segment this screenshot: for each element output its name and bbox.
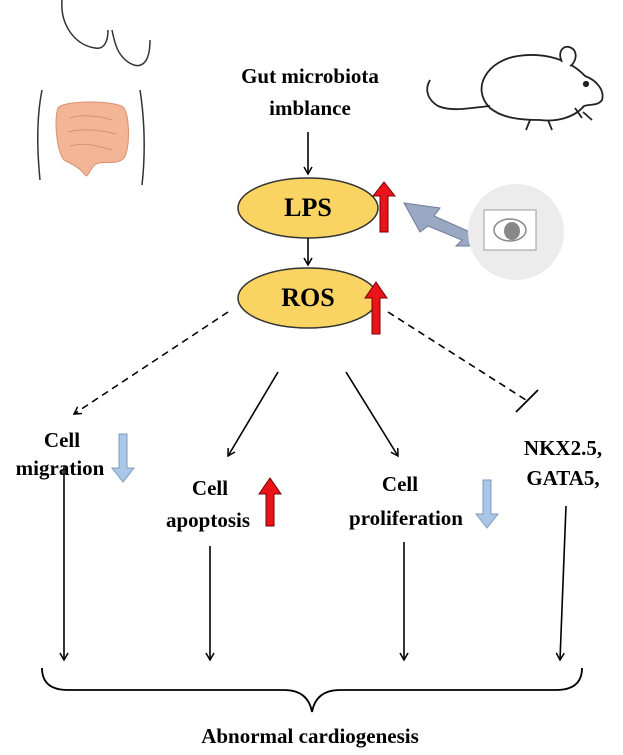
apoptosis-label-line2: apoptosis bbox=[165, 508, 251, 532]
intestine-icon bbox=[55, 101, 129, 177]
lps-label: LPS bbox=[284, 193, 332, 222]
migration-label-line2: migration bbox=[15, 456, 105, 480]
petri-dish-icon bbox=[468, 184, 564, 280]
source-label-line2: imblance bbox=[269, 96, 351, 120]
human-gut-icon bbox=[37, 0, 151, 186]
proliferation-label-line2: proliferation bbox=[349, 506, 463, 530]
outcome-brace bbox=[41, 667, 583, 713]
inhibition-bar bbox=[515, 389, 539, 413]
outcome-label: Abnormal cardiogenesis bbox=[201, 724, 419, 748]
dashed-arrow-ros-to-migration bbox=[72, 311, 229, 415]
source-label-line1: Gut microbiota bbox=[241, 64, 379, 88]
apoptosis-up-arrow-icon bbox=[258, 477, 282, 527]
genes-label-line2: GATA5, bbox=[526, 466, 600, 490]
lightning-icon bbox=[403, 202, 479, 247]
lps-up-arrow-icon bbox=[371, 181, 397, 233]
proliferation-down-arrow-icon bbox=[474, 479, 500, 529]
proliferation-label-line1: Cell bbox=[381, 472, 419, 496]
dashed-inhibition-ros-to-genes bbox=[387, 311, 527, 401]
arrow-ros-to-proliferation bbox=[345, 371, 399, 458]
arrow-genes-to-outcome bbox=[555, 505, 567, 662]
apoptosis-label-line1: Cell bbox=[191, 476, 229, 500]
ros-label: ROS bbox=[281, 283, 335, 312]
arrow-ros-to-apoptosis bbox=[227, 371, 279, 458]
ros-up-arrow-icon bbox=[364, 281, 388, 335]
genes-label-line1: NKX2.5, bbox=[523, 436, 603, 460]
migration-down-arrow-icon bbox=[110, 433, 136, 483]
migration-label-line1: Cell bbox=[43, 428, 81, 452]
mouse-icon bbox=[426, 45, 604, 131]
